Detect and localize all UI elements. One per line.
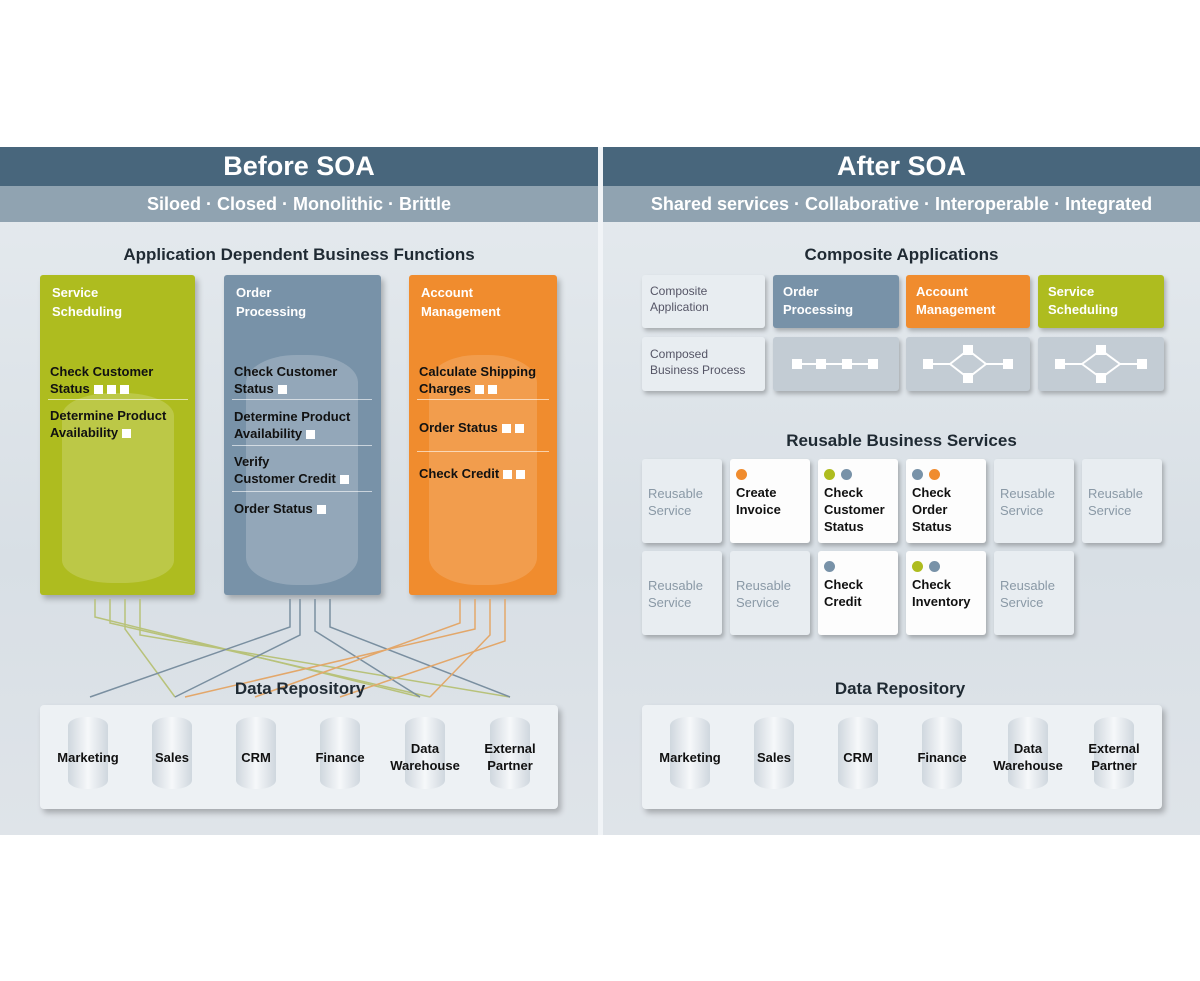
before-soa-subtitle: Siloed · Closed · Monolithic · Brittle (0, 186, 598, 222)
functions-heading: Application Dependent Business Functions (123, 245, 475, 264)
before-soa-title: Before SOA (0, 147, 598, 186)
pillar-item: Order Status (224, 500, 336, 517)
pillar-cylinder (246, 355, 358, 585)
pillar-cylinder (62, 393, 174, 583)
db-sales: Sales (130, 705, 214, 809)
pillar-item: Check Customer Status (234, 364, 338, 396)
services-heading: Reusable Business Services (786, 431, 1017, 450)
process-flow-order (773, 337, 899, 391)
after-soa-title: After SOA (603, 147, 1200, 186)
after-soa-subtitle: Shared services · Collaborative · Intero… (603, 186, 1200, 222)
db-crm: CRM (214, 705, 298, 809)
pillar-item: Check Customer Status (50, 364, 154, 396)
pillar-title: Service Scheduling (52, 285, 123, 319)
process-flow-account (906, 337, 1030, 391)
pillar-service-scheduling: Service Scheduling Check Customer Status… (40, 275, 195, 595)
pillar-title: Account Management (421, 285, 501, 319)
pillar-title: Order Processing (236, 285, 307, 319)
db-marketing: Marketing (648, 705, 732, 809)
panel-divider (598, 147, 603, 835)
after-repo-heading: Data Repository (834, 679, 966, 698)
db-finance: Finance (900, 705, 984, 809)
pillar-item: Determine Product Availability (234, 409, 351, 441)
pillar-item: Determine Product Availability (50, 408, 167, 440)
pillar-account-management: Account Management Calculate Shipping Ch… (409, 275, 557, 595)
before-repo-heading: Data Repository (234, 679, 366, 698)
pillar-item: Verify Customer Credit (224, 453, 359, 487)
db-sales: Sales (732, 705, 816, 809)
pillar-item: Calculate Shipping Charges (419, 364, 537, 396)
pillar-item: Check Credit (409, 465, 535, 482)
process-flow-service (1038, 337, 1164, 391)
composite-heading: Composite Applications (804, 245, 999, 264)
db-crm: CRM (816, 705, 900, 809)
soa-comparison-diagram: Before SOA Siloed · Closed · Monolithic … (0, 147, 1200, 835)
pillar-item: Order Status (409, 419, 534, 436)
db-finance: Finance (298, 705, 382, 809)
db-marketing: Marketing (46, 705, 130, 809)
pillar-order-processing: Order Processing Check Customer Status D… (224, 275, 381, 595)
connection-lines (89, 599, 511, 698)
